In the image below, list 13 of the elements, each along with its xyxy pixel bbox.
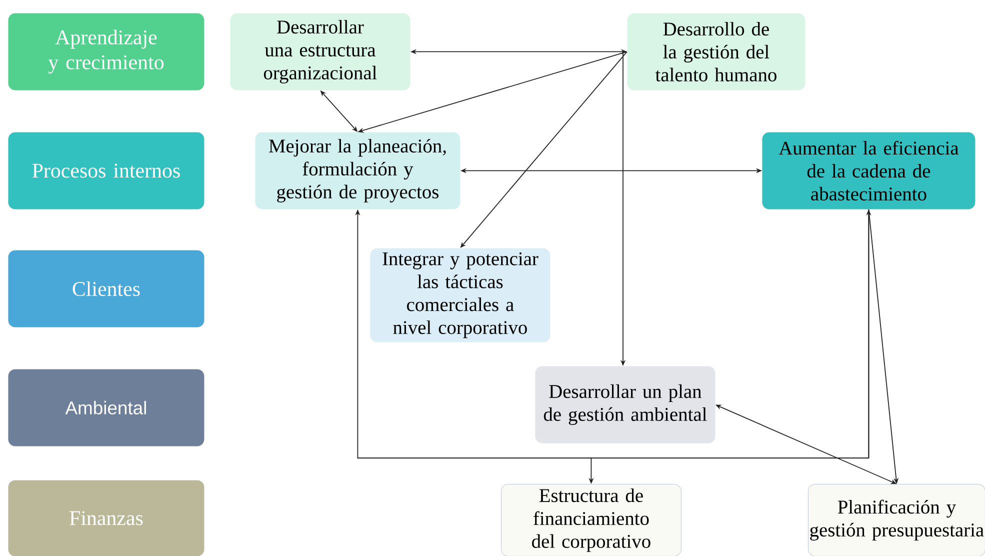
goal-box: Desarrollo de la gestión del talento humano [627, 13, 806, 90]
goal-box: Integrar y potenciar las tácticas comerciales a nivel corporativo [370, 248, 550, 342]
category-band: Procesos internos [8, 132, 204, 210]
goal-box: Planificación y gestión presupuestaria [808, 484, 985, 556]
category-band: Clientes [8, 250, 204, 328]
category-band: Aprendizaje y crecimiento [8, 13, 204, 90]
category-band: Finanzas [8, 480, 204, 556]
goal-box: Mejorar la planeación, formulación y gestión de proyectos [255, 132, 460, 210]
goal-box: Aumentar la eficiencia de la cadena de abastecimiento [762, 132, 976, 210]
goal-box: Desarrollar un plan de gestión ambiental [535, 366, 716, 444]
category-band: Ambiental [8, 369, 204, 446]
goal-box: Desarrollar una estructura organizacional [230, 13, 410, 90]
goal-box: Estructura de financiamiento del corporativo [501, 484, 682, 556]
